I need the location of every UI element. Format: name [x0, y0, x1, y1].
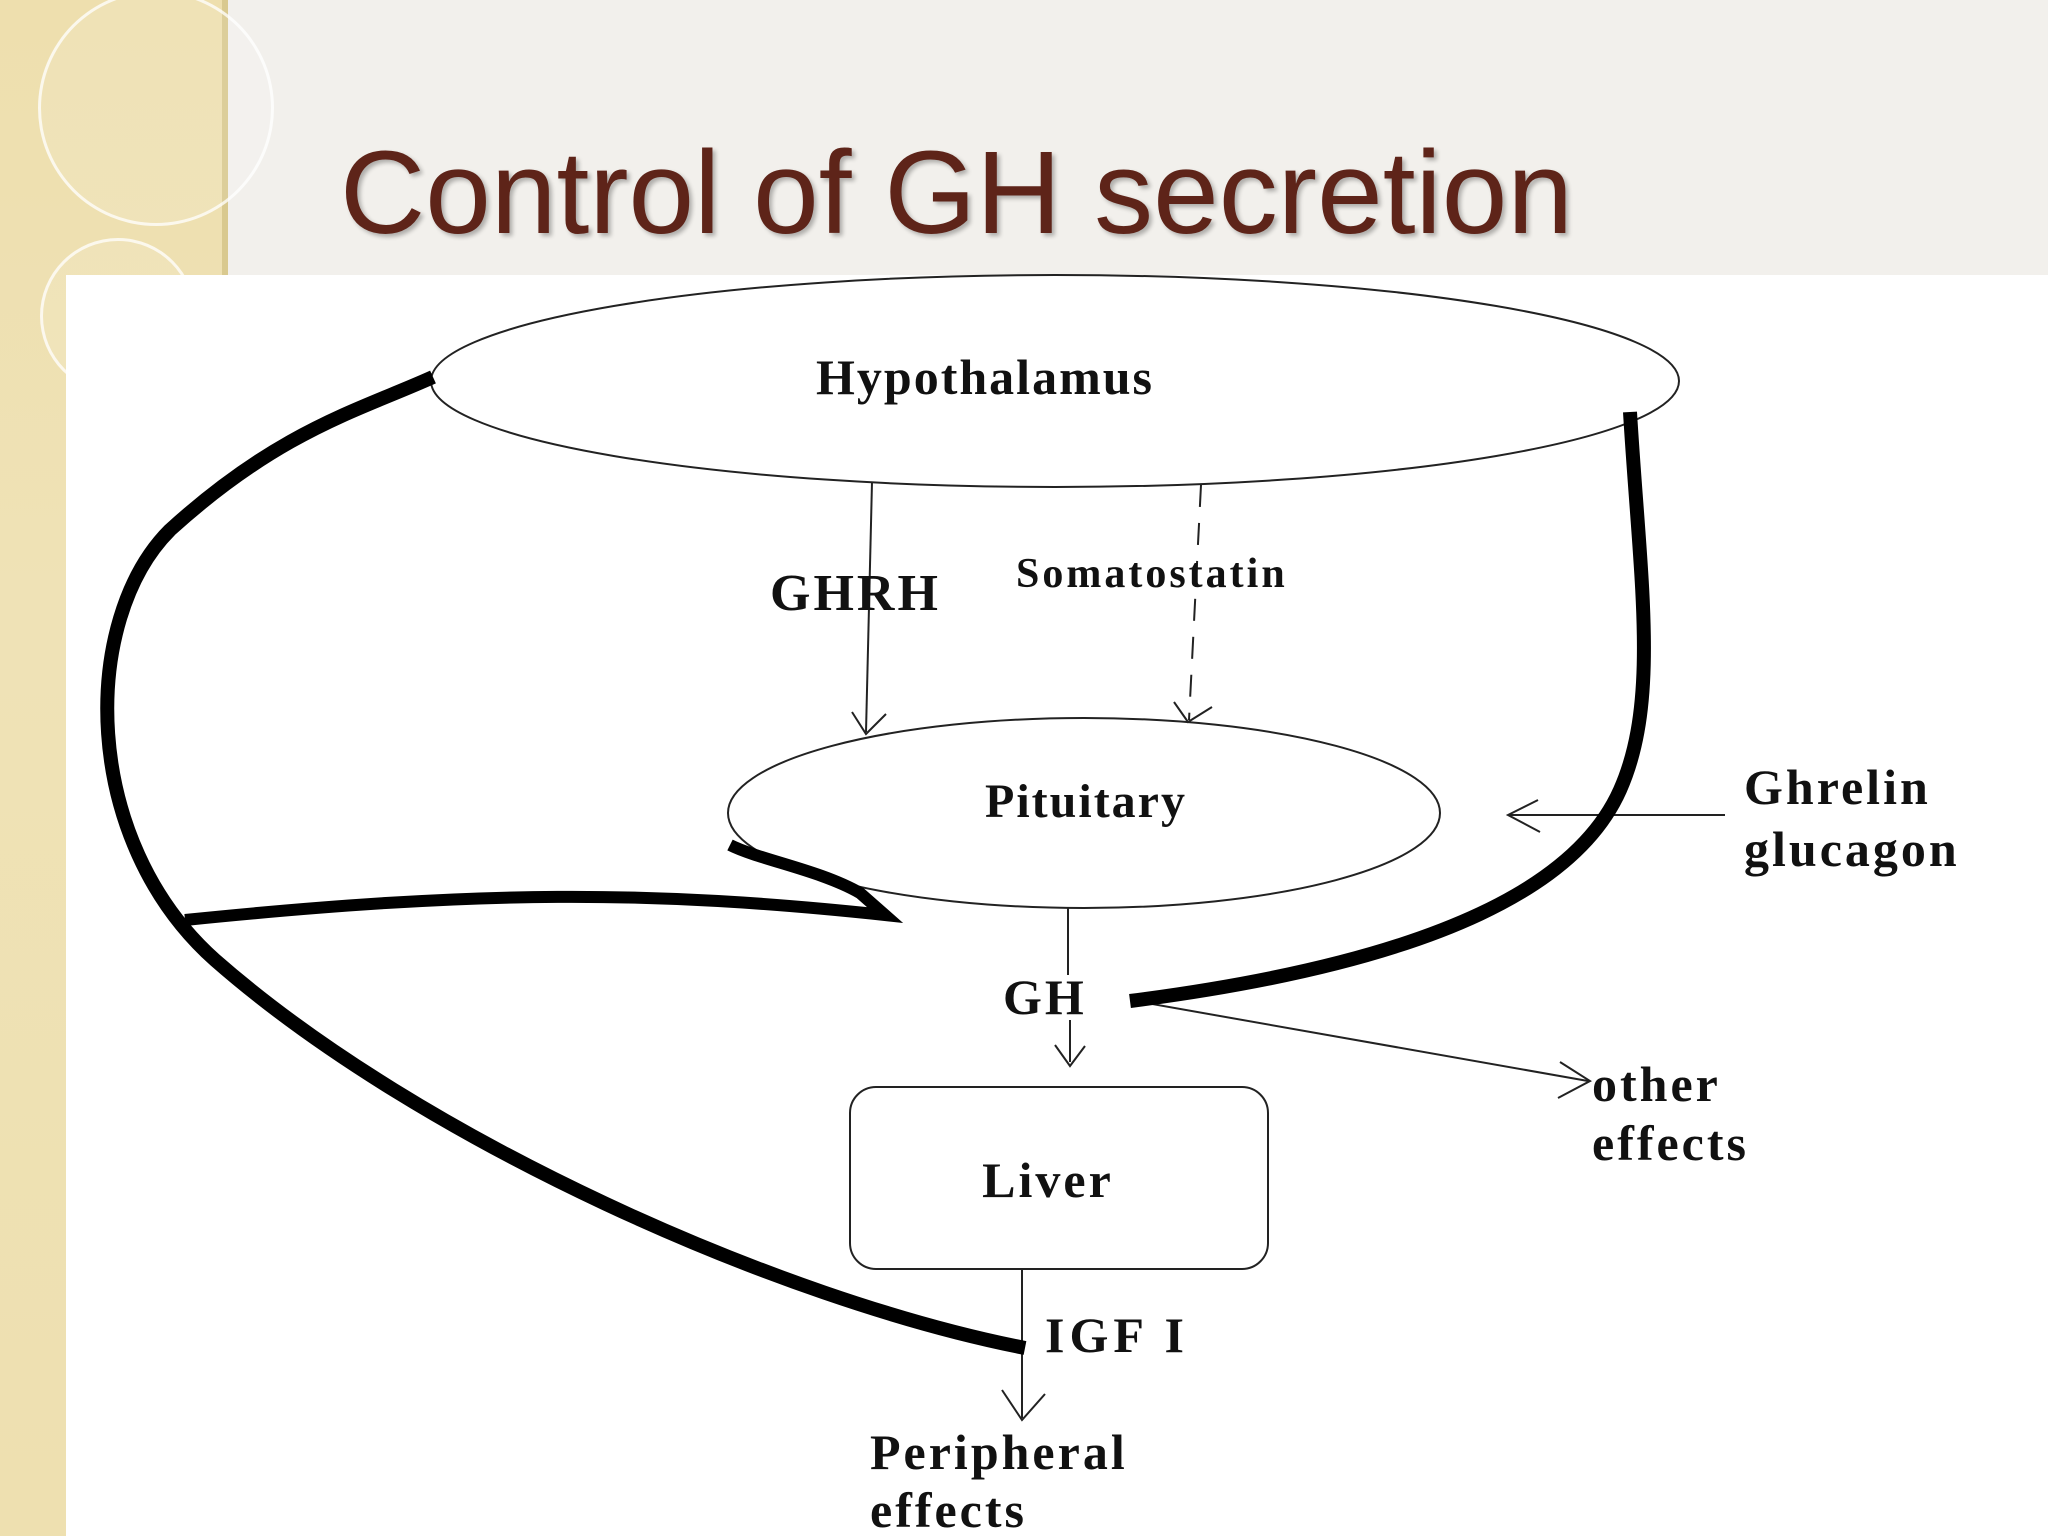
gh-to-other-effects-arrow — [1134, 1000, 1589, 1082]
ghrelin-glucagon-arrowhead — [1505, 799, 1541, 833]
somatostatin-label: Somatostatin — [1016, 551, 1288, 597]
liver-label: Liver — [982, 1152, 1114, 1208]
igf1-arrowhead — [1001, 1389, 1046, 1422]
ghrh-arrow — [865, 481, 873, 733]
gh-label: GH — [1003, 969, 1087, 1025]
other-effects-label-line1: other — [1592, 1056, 1721, 1112]
somatostatin-arrow — [1188, 484, 1202, 721]
igf1-label: IGF I — [1045, 1307, 1189, 1363]
somatostatin-arrowhead — [1173, 701, 1213, 724]
pituitary-node — [727, 717, 1441, 909]
pituitary-label: Pituitary — [985, 775, 1187, 828]
gh-to-liver-arrowhead — [1054, 1044, 1086, 1068]
igf1-feedback-to-hypothalamus — [100, 370, 1027, 1355]
liver-node — [849, 1086, 1269, 1270]
igf1-feedback-to-pituitary — [184, 839, 904, 926]
peripheral-effects-label-line2: effects — [870, 1482, 1027, 1536]
ghrh-label: GHRH — [770, 565, 941, 622]
slide-title: Control of GH secretion — [340, 127, 1573, 259]
other-effects-label-line2: effects — [1592, 1115, 1749, 1171]
peripheral-effects-label-line1: Peripheral — [870, 1424, 1128, 1480]
hypothalamus-label: Hypothalamus — [816, 349, 1154, 405]
ghrh-arrowhead — [851, 711, 887, 736]
gh-feedback-to-hypothalamus — [1129, 411, 1651, 1008]
ghrelin-label: Ghrelin — [1744, 759, 1931, 815]
other-effects-arrowhead — [1557, 1061, 1592, 1099]
glucagon-label: glucagon — [1744, 821, 1960, 877]
decorative-circle — [38, 0, 274, 226]
